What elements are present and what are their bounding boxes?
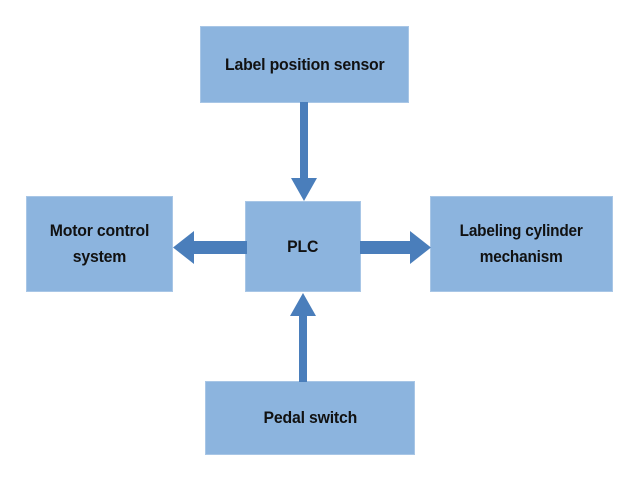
node-label-position-sensor-label: Label position sensor: [224, 54, 385, 74]
node-plc[interactable]: PLC: [245, 201, 361, 292]
node-motor-control-system-label: Motor control system: [49, 221, 150, 266]
arrow-plc-to-motor-control: [172, 230, 247, 265]
node-plc-label: PLC: [287, 236, 319, 256]
node-labeling-cylinder-mechanism[interactable]: Labeling cylinder mechanism: [430, 196, 613, 292]
node-pedal-switch-label: Pedal switch: [263, 408, 357, 427]
arrow-plc-to-labeling-cylinder: [360, 230, 432, 265]
node-labeling-cylinder-mechanism-label: Labeling cylinder mechanism: [459, 222, 584, 266]
node-motor-control-system[interactable]: Motor control system: [26, 196, 173, 292]
node-pedal-switch[interactable]: Pedal switch: [205, 381, 415, 455]
arrow-sensor-to-plc: [288, 102, 320, 202]
node-label-position-sensor[interactable]: Label position sensor: [200, 26, 409, 103]
arrow-pedal-switch-to-plc: [287, 292, 319, 382]
